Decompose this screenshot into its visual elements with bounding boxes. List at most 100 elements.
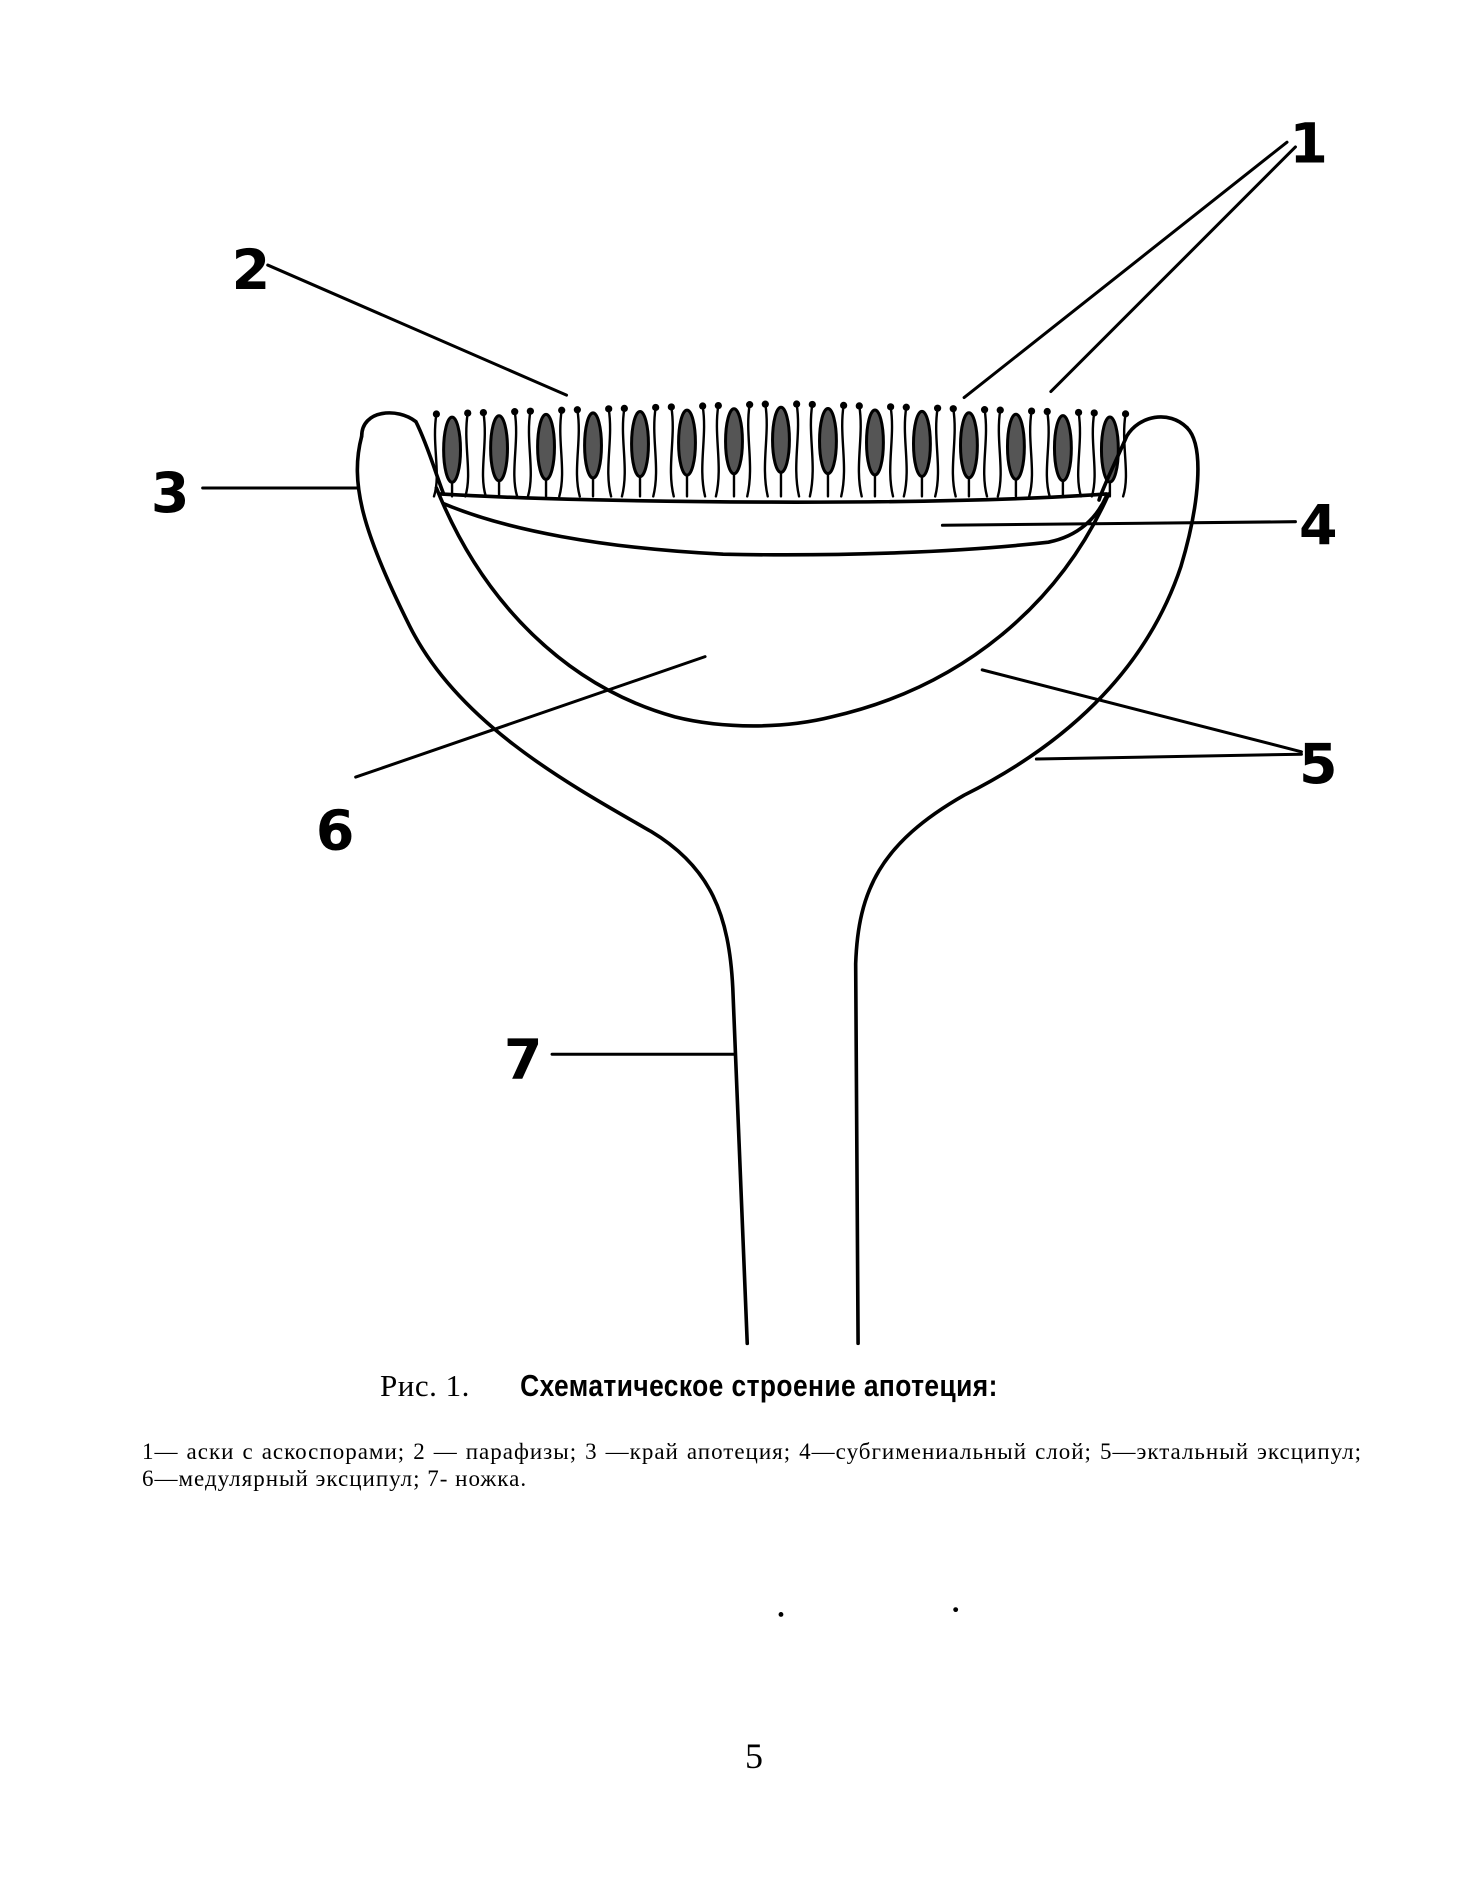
label-2: 2 bbox=[232, 239, 271, 303]
paraphysis-tip bbox=[746, 401, 754, 409]
speck bbox=[778, 1612, 784, 1617]
ascus bbox=[677, 408, 697, 477]
ascus bbox=[724, 407, 744, 476]
caption-prefix: Рис. 1. bbox=[380, 1368, 470, 1403]
ascus bbox=[912, 409, 932, 478]
ascus bbox=[771, 405, 791, 474]
paraphysis bbox=[481, 411, 488, 498]
right-rim-cap bbox=[1097, 415, 1189, 502]
label-7: 7 bbox=[504, 1028, 543, 1092]
paraphysis bbox=[1027, 409, 1034, 498]
paraphysis bbox=[432, 412, 438, 498]
paraphysis-tip bbox=[840, 401, 848, 410]
paraphysis bbox=[607, 407, 613, 498]
paraphysis bbox=[763, 402, 769, 498]
leader-line-5a bbox=[980, 668, 1303, 754]
paraphysis-tip bbox=[699, 402, 707, 410]
paraphysis bbox=[1045, 410, 1051, 498]
ascus bbox=[865, 408, 885, 477]
label-5: 5 bbox=[1299, 733, 1338, 797]
left-rim-cap bbox=[359, 411, 446, 496]
paraphysis bbox=[714, 404, 720, 498]
paraphysis-tip bbox=[479, 409, 487, 417]
leader-line-1b bbox=[1049, 145, 1297, 394]
label-3: 3 bbox=[151, 462, 190, 526]
leader-line-4 bbox=[940, 520, 1297, 527]
paraphysis-tip bbox=[761, 400, 769, 408]
paraphysis-tip bbox=[1090, 409, 1098, 417]
paraphysis bbox=[620, 407, 626, 498]
caption-title: Схематическое строение апотеция: bbox=[520, 1368, 998, 1403]
paraphysis-tip bbox=[1074, 408, 1083, 417]
paraphysis-tip bbox=[887, 403, 895, 411]
subhymenial-layer-outline bbox=[441, 494, 1109, 557]
leader-line-5b bbox=[1034, 752, 1303, 761]
label-1: 1 bbox=[1289, 113, 1328, 177]
paraphysis-tip bbox=[432, 410, 441, 418]
paraphysis-tip bbox=[793, 400, 801, 408]
ascus bbox=[489, 414, 509, 483]
paraphysis bbox=[526, 410, 532, 498]
paraphysis-tip bbox=[652, 403, 660, 412]
paraphysis-tip bbox=[996, 406, 1004, 414]
figure-legend: 1— аски с аскоспорами; 2 — парафизы; 3 —… bbox=[142, 1439, 1362, 1491]
paraphysis-tip bbox=[667, 403, 675, 411]
paraphysis bbox=[951, 407, 957, 498]
paraphysis bbox=[933, 407, 940, 498]
paraphysis-tip bbox=[1121, 410, 1130, 418]
label-4: 4 bbox=[1299, 495, 1338, 559]
left-stalk-outer-line bbox=[355, 434, 750, 1346]
speck bbox=[953, 1607, 959, 1613]
ascus bbox=[536, 412, 556, 481]
paraphysis bbox=[513, 410, 519, 498]
paraphysis bbox=[857, 404, 863, 498]
paraphysis bbox=[1076, 411, 1083, 498]
ascus bbox=[1052, 414, 1073, 483]
paraphysis bbox=[575, 408, 581, 498]
paraphysis-tip bbox=[808, 400, 816, 409]
paraphysis-tip bbox=[573, 406, 581, 414]
paraphysis-tip bbox=[933, 404, 942, 412]
paraphysis-tip bbox=[605, 405, 613, 413]
ascus bbox=[583, 411, 603, 480]
paraphysis bbox=[982, 408, 989, 498]
figure-caption-title: Рис. 1. Схематическое строение апотеция: bbox=[0, 1368, 1420, 1404]
paraphysis bbox=[558, 409, 564, 498]
ascus bbox=[442, 415, 463, 484]
leader-line-2 bbox=[266, 263, 569, 397]
paraphysis bbox=[464, 411, 470, 498]
paraphysis bbox=[996, 408, 1002, 498]
paraphysis-tip bbox=[855, 402, 863, 410]
paraphysis bbox=[795, 402, 801, 498]
ascus bbox=[630, 410, 650, 479]
paraphysis bbox=[746, 403, 752, 498]
paraphysis-tip bbox=[902, 403, 910, 411]
paraphysis bbox=[902, 406, 908, 498]
paraphysis-tip bbox=[620, 404, 628, 412]
paraphysis-tip bbox=[526, 407, 534, 415]
paraphysis-tip bbox=[511, 408, 519, 416]
paraphysis bbox=[1121, 412, 1128, 498]
paraphysis-tip bbox=[714, 401, 722, 410]
paraphysis-tip bbox=[980, 406, 989, 414]
paraphysis bbox=[808, 403, 814, 498]
paraphysis bbox=[652, 406, 658, 498]
paraphysis-tip bbox=[464, 409, 472, 417]
medullary-excipulum-outline bbox=[434, 486, 1111, 728]
ascus bbox=[818, 407, 838, 476]
paraphysis-tip bbox=[558, 406, 566, 414]
label-6: 6 bbox=[316, 799, 355, 863]
paraphysis-tip bbox=[949, 405, 957, 413]
paraphysis bbox=[889, 405, 895, 498]
paraphysis bbox=[1090, 411, 1096, 498]
paraphysis-tip bbox=[1043, 407, 1051, 416]
paraphysis bbox=[840, 404, 846, 498]
page-number: 5 bbox=[745, 1736, 763, 1776]
hymenium-base bbox=[438, 492, 1109, 504]
leader-line-1a bbox=[962, 140, 1289, 400]
leader-line-6 bbox=[354, 655, 707, 779]
paraphysis bbox=[701, 404, 707, 498]
paraphysis-tip bbox=[1027, 407, 1036, 415]
